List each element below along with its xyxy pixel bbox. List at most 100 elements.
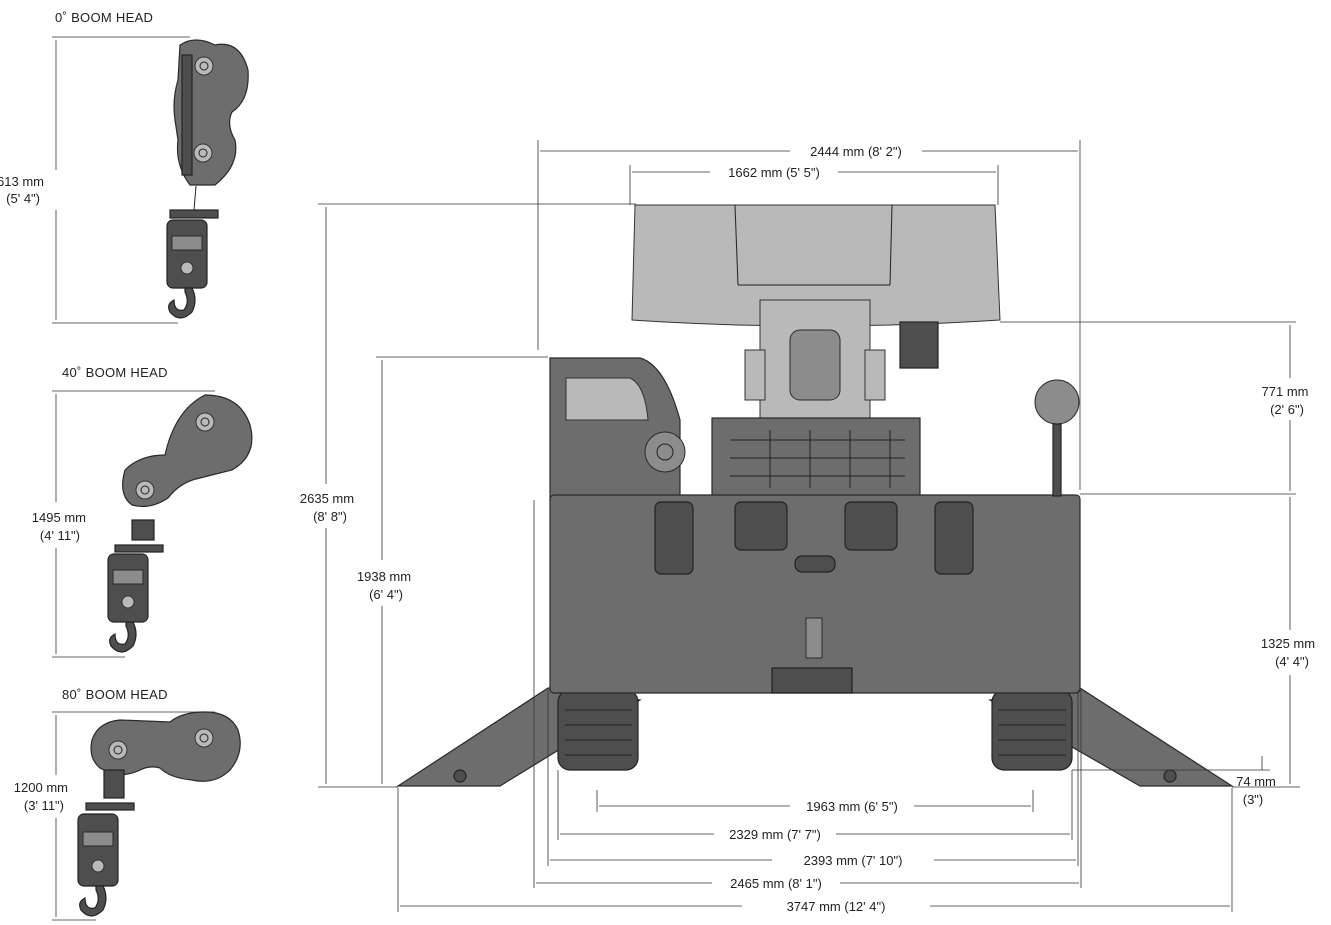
boom-head-80-rear-sheave bbox=[108, 740, 128, 760]
boom-head-0-height-mm: 1613 mm bbox=[0, 174, 44, 189]
boom-head-40-lower-sheave-hub bbox=[140, 485, 150, 495]
dim-ground-clearance-ft: (3") bbox=[1243, 792, 1264, 807]
boom-head-80-hook-bar bbox=[85, 802, 135, 811]
dim-overall-height-ft: (8' 8") bbox=[313, 509, 347, 524]
boom-head-0-title: 0˚ BOOM HEAD bbox=[55, 10, 153, 25]
boom-head-80-height-ft: (3' 11") bbox=[24, 798, 64, 813]
dim-boom-inner-width-label: 1662 mm (5' 5") bbox=[728, 165, 820, 180]
boom-head-0-lower-sheave-hub bbox=[198, 148, 208, 158]
track-right bbox=[991, 689, 1073, 771]
dim-overall-height-mm: 2635 mm bbox=[300, 491, 354, 506]
dim-mast-offset-mm: 771 mm bbox=[1262, 384, 1309, 399]
boom-head-80-title: 80˚ BOOM HEAD bbox=[62, 687, 168, 702]
dim-track-width-2: 2393 mm (7' 10") bbox=[547, 690, 1079, 868]
boom-head-80-view: 80˚ BOOM HEAD 1200 mm (3' 11") bbox=[14, 687, 241, 921]
boom-head-40-view: 40˚ BOOM HEAD 1495 mm (4' 11") bbox=[32, 365, 253, 658]
dim-track-width-2-label: 2393 mm (7' 10") bbox=[804, 853, 903, 868]
dim-boom-width: 2444 mm (8' 2") bbox=[537, 140, 1081, 490]
boom-head-0-side-beam bbox=[181, 54, 193, 176]
boom-head-0-height-ft: (5' 4") bbox=[6, 191, 40, 206]
boom-panel-line-right bbox=[889, 204, 893, 286]
dim-cab-height-mm: 1938 mm bbox=[357, 569, 411, 584]
dim-track-inner: 1963 mm (6' 5") bbox=[596, 790, 1034, 814]
boom-head-0-hook bbox=[168, 287, 196, 319]
dim-outrigger-width-label: 3747 mm (12' 4") bbox=[787, 899, 886, 914]
dim-body-height-ft: (4' 4") bbox=[1275, 654, 1309, 669]
boom-head-0-lower-sheave bbox=[193, 143, 213, 163]
boom-head-0-hook-bar bbox=[169, 209, 219, 219]
body-port-3 bbox=[844, 501, 898, 551]
boom-head-40-title: 40˚ BOOM HEAD bbox=[62, 365, 168, 380]
boom-head-80-swivel-mount bbox=[103, 769, 125, 799]
jib-mount bbox=[899, 321, 939, 369]
boom-head-0-hook-swivel bbox=[180, 261, 194, 275]
body-bottom-hitch bbox=[771, 667, 853, 694]
winch-drum bbox=[789, 329, 841, 401]
engine-panel-grille bbox=[730, 430, 905, 488]
boom-head-0-upper-sheave-hub bbox=[199, 61, 209, 71]
dim-body-width-label: 2465 mm (8' 1") bbox=[730, 876, 822, 891]
boom-head-0-view: 0˚ BOOM HEAD 1613 mm (5' 4") bbox=[0, 10, 249, 324]
dim-cab-height: 1938 mm (6' 4") bbox=[357, 356, 548, 784]
body-slot bbox=[794, 555, 836, 573]
mast-right-bracket bbox=[864, 349, 886, 401]
dim-overall-height: 2635 mm (8' 8") bbox=[300, 203, 636, 788]
dim-track-width-1-label: 2329 mm (7' 7") bbox=[729, 827, 821, 842]
dim-body-width: 2465 mm (8' 1") bbox=[533, 500, 1082, 891]
dim-boom-width-label: 2444 mm (8' 2") bbox=[810, 144, 902, 159]
boom-head-0-upper-sheave bbox=[194, 56, 214, 76]
boom-head-80-height-mm: 1200 mm bbox=[14, 780, 68, 795]
boom-head-40-hook-bar bbox=[114, 544, 164, 553]
beacon-post bbox=[1052, 423, 1062, 497]
boom-head-0-wire-rope bbox=[193, 185, 197, 211]
cab-window bbox=[565, 377, 649, 421]
dim-boom-inner-width: 1662 mm (5' 5") bbox=[629, 165, 999, 205]
dim-body-height: 1325 mm (4' 4") bbox=[1261, 497, 1315, 784]
boom-head-80-hook-block-plate bbox=[82, 831, 114, 847]
boom-head-40-height-mm: 1495 mm bbox=[32, 510, 86, 525]
boom-head-40-plate bbox=[122, 394, 253, 508]
boom-head-40-swivel-mount bbox=[131, 519, 155, 541]
body-tow-pin bbox=[805, 617, 823, 659]
outrigger-right-pad bbox=[1163, 769, 1177, 783]
boom-head-80-rear-sheave-hub bbox=[113, 745, 123, 755]
dim-mast-offset-ft: (2' 6") bbox=[1270, 402, 1304, 417]
boom-head-0-hook-block-plate bbox=[171, 235, 203, 251]
boom-head-40-hook-block bbox=[107, 553, 149, 623]
dim-outrigger-width: 3747 mm (12' 4") bbox=[397, 788, 1233, 914]
dim-track-width-1: 2329 mm (7' 7") bbox=[557, 770, 1073, 842]
outrigger-left-pad bbox=[453, 769, 467, 783]
dim-body-height-mm: 1325 mm bbox=[1261, 636, 1315, 651]
slew-gear-hub bbox=[656, 443, 674, 461]
warning-beacon bbox=[1034, 379, 1080, 425]
body-port-2 bbox=[734, 501, 788, 551]
boom-head-80-front-sheave-hub bbox=[199, 733, 209, 743]
main-body bbox=[549, 494, 1081, 694]
dim-mast-offset: 771 mm (2' 6") bbox=[1000, 321, 1309, 495]
track-treads bbox=[565, 709, 1066, 756]
machine-front-view bbox=[395, 204, 1235, 787]
boom-head-80-hook-block bbox=[77, 813, 119, 887]
body-port-1 bbox=[654, 501, 694, 575]
boom-head-40-upper-sheave bbox=[195, 412, 215, 432]
boom-head-40-lower-sheave bbox=[135, 480, 155, 500]
dim-track-inner-label: 1963 mm (6' 5") bbox=[806, 799, 898, 814]
boom-head-0-hook-block bbox=[166, 219, 208, 289]
boom-head-80-hook bbox=[79, 885, 107, 917]
boom-head-40-hook-block-plate bbox=[112, 569, 144, 585]
dim-ground-clearance: 74 mm (3") bbox=[1072, 756, 1300, 807]
boom-head-40-height-ft: (4' 11") bbox=[40, 528, 80, 543]
boom-head-40-hook bbox=[109, 621, 137, 653]
boom-head-80-hook-swivel bbox=[91, 859, 105, 873]
boom-panel-line-left bbox=[734, 204, 739, 286]
slew-gear bbox=[644, 431, 686, 473]
dim-ground-clearance-mm: 74 mm bbox=[1236, 774, 1276, 789]
track-left bbox=[557, 689, 639, 771]
boom-head-80-front-sheave bbox=[194, 728, 214, 748]
boom-head-40-upper-sheave-hub bbox=[200, 417, 210, 427]
boom-head-40-hook-swivel bbox=[121, 595, 135, 609]
dim-cab-height-ft: (6' 4") bbox=[369, 587, 403, 602]
mast-left-bracket bbox=[744, 349, 766, 401]
